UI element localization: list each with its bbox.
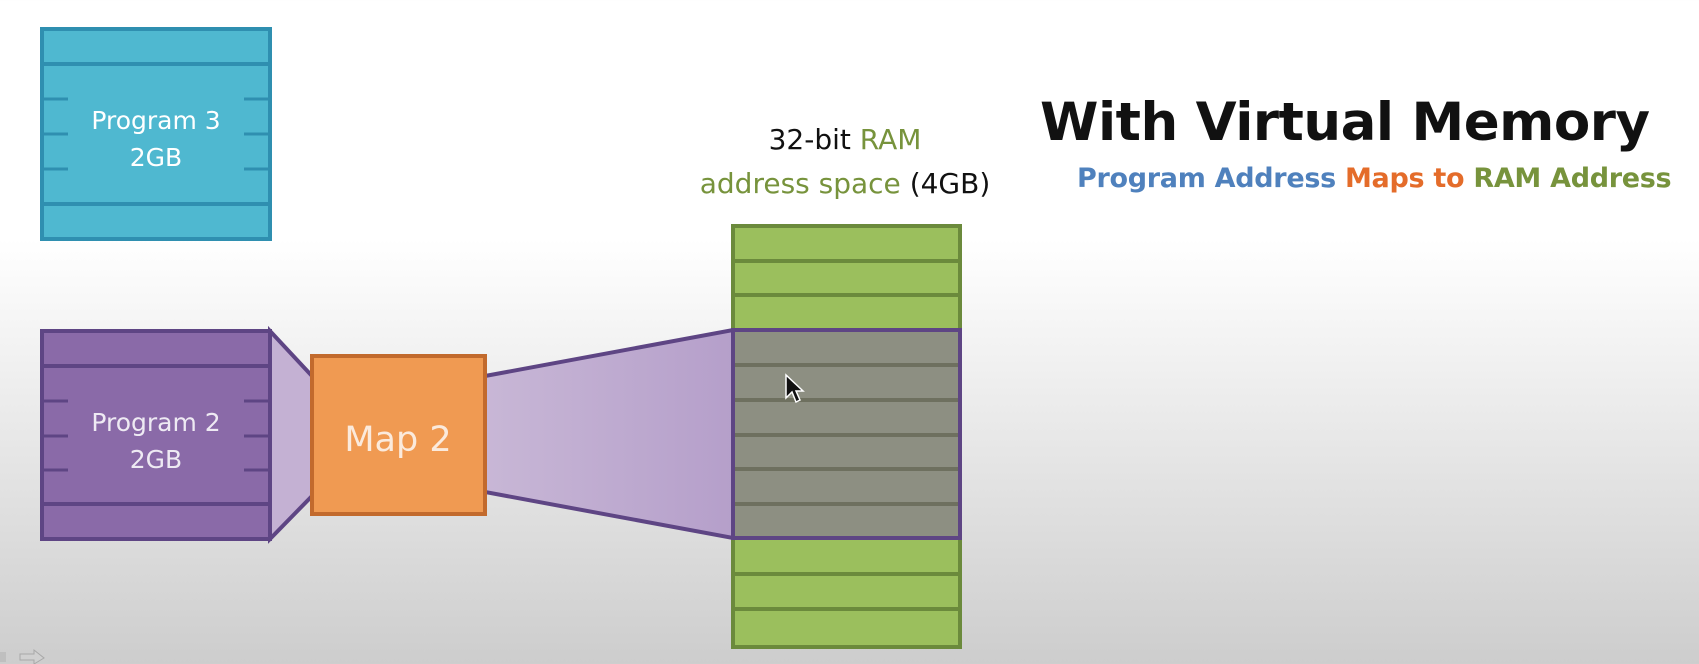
- slide-subtitle: Program Address Maps to RAM Address: [1077, 163, 1697, 194]
- map-2-label: Map 2: [344, 420, 451, 460]
- ram-column: [731, 224, 962, 649]
- ram-caption-address-space: address space: [699, 167, 901, 200]
- cursor-arrow-icon: [785, 373, 805, 404]
- program-3-size: 2GB: [130, 143, 182, 172]
- program-2-block: Program 2 2GB: [40, 329, 272, 541]
- map-2-funnel: [483, 327, 735, 541]
- program-2-size: 2GB: [130, 445, 182, 474]
- map-2-block: Map 2: [310, 354, 487, 516]
- ram-caption-line-1: 32-bit RAM: [670, 118, 1020, 162]
- program-3-label: Program 3: [91, 106, 220, 135]
- ram-caption: 32-bit RAM address space (4GB): [670, 118, 1020, 206]
- subtitle-maps-to: Maps to: [1344, 163, 1465, 194]
- slide-title: With Virtual Memory: [1040, 92, 1650, 153]
- slide-nav-icon[interactable]: [0, 648, 60, 664]
- program-2-label: Program 2: [91, 408, 220, 437]
- ram-caption-line-2: address space (4GB): [670, 162, 1020, 206]
- ram-caption-size: (4GB): [909, 167, 991, 200]
- ram-caption-bits: 32-bit: [768, 123, 851, 156]
- ram-caption-ram: RAM: [859, 123, 922, 156]
- subtitle-ram-address: RAM Address: [1473, 163, 1672, 194]
- program-3-block: Program 3 2GB: [40, 27, 272, 241]
- program-2-funnel: [268, 325, 314, 544]
- subtitle-program-address: Program Address: [1077, 163, 1336, 194]
